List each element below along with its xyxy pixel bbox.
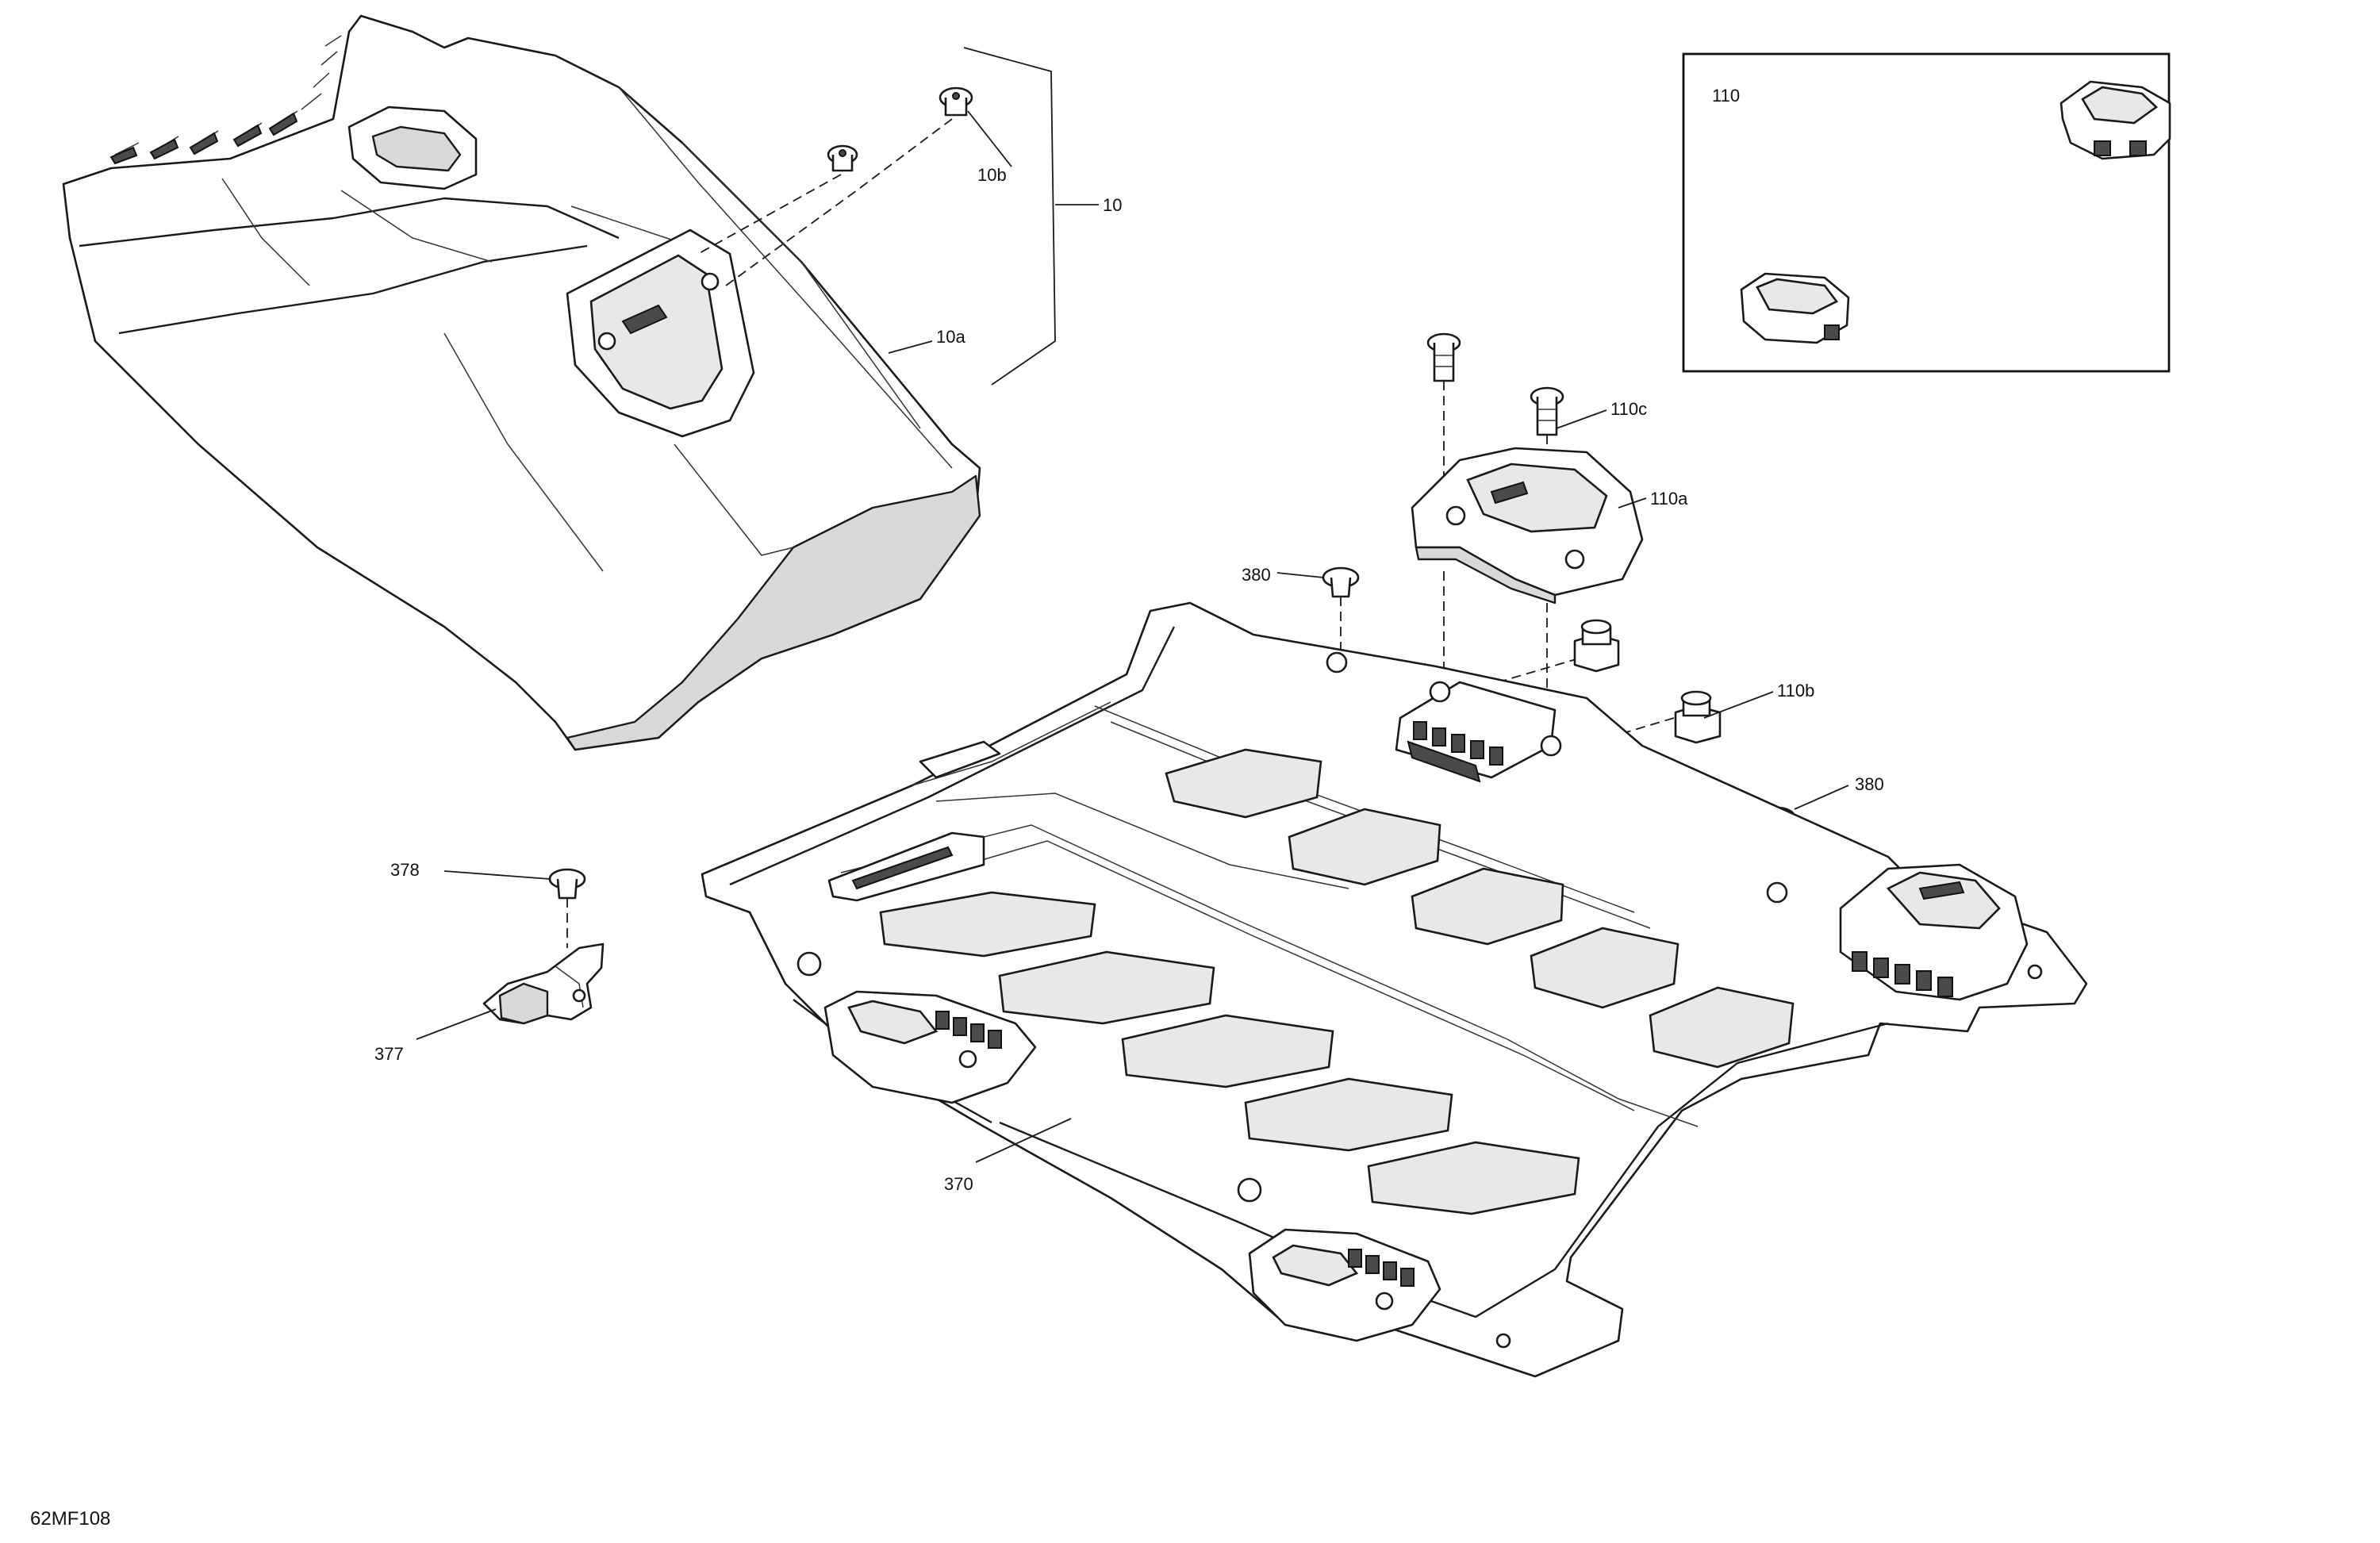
cover-panel-10a — [62, 14, 981, 751]
fastener-378 — [548, 868, 586, 900]
pad-row2-2 — [998, 950, 1215, 1025]
pad-row2-4 — [1244, 1077, 1453, 1152]
leader-378 — [443, 870, 551, 880]
pad-row1-2 — [1288, 808, 1441, 886]
clip-377 — [482, 942, 605, 1025]
screw-110c-left — [1426, 332, 1461, 382]
callout-110: 110 — [1712, 86, 1740, 106]
leader-110c — [1556, 409, 1607, 429]
handle-pocket — [566, 228, 755, 438]
footrest-mounted-left — [823, 990, 1037, 1104]
footrest-110a — [1411, 447, 1644, 605]
callout-370: 370 — [944, 1174, 973, 1194]
inset-footrest-lower — [1740, 272, 1850, 344]
leader-380-left — [1276, 572, 1324, 578]
fastener-380-left — [1322, 566, 1360, 598]
dashed-axis-10b-2 — [697, 174, 842, 255]
leader-377 — [416, 1008, 497, 1040]
callout-378: 378 — [390, 860, 420, 880]
callout-380-right: 380 — [1855, 774, 1884, 794]
leader-110b — [1703, 691, 1774, 719]
callout-110a: 110a — [1650, 489, 1688, 509]
leader-380-right — [1794, 785, 1849, 810]
callout-380-left: 380 — [1242, 565, 1271, 585]
callout-110b: 110b — [1777, 681, 1814, 700]
pad-row1-5 — [1649, 986, 1795, 1069]
callout-10a: 10a — [936, 327, 965, 347]
fastener-10b-lower — [827, 144, 858, 172]
pad-row2-5 — [1367, 1141, 1580, 1215]
skid-plate-370 — [701, 601, 2088, 1378]
pad-row1-1 — [1165, 748, 1322, 819]
pad-row1-3 — [1411, 867, 1564, 946]
fastener-10b-upper — [939, 86, 973, 117]
pad-row2-1 — [879, 891, 1096, 958]
footrest-mounted-front — [1248, 1228, 1441, 1342]
inset-footrest-upper — [2059, 80, 2171, 160]
screw-110c-right — [1530, 386, 1564, 436]
callout-10: 10 — [1103, 195, 1122, 215]
callout-110c: 110c — [1610, 399, 1647, 419]
vent-slats — [109, 35, 342, 165]
insert-110b-upper — [1573, 619, 1620, 673]
callout-10b: 10b — [977, 165, 1007, 185]
insert-110b-lower — [1674, 690, 1722, 744]
dashed-axis-10b — [725, 118, 953, 286]
callout-377: 377 — [374, 1044, 404, 1064]
leader-370 — [975, 1118, 1072, 1163]
footrest-mounted-right — [1839, 863, 2029, 1001]
pad-row1-4 — [1530, 927, 1679, 1009]
pad-row2-3 — [1121, 1014, 1334, 1088]
group-bracket-10 — [963, 47, 1056, 386]
inset-box-110 — [1682, 52, 2171, 373]
drawing-code: 62MF108 — [30, 1508, 110, 1530]
leader-110a — [1618, 497, 1647, 509]
